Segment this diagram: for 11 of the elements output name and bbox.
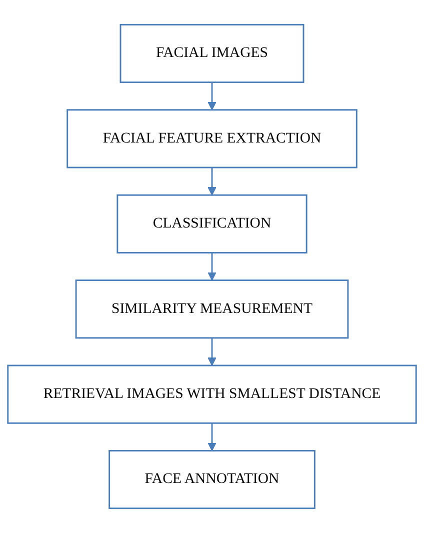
arrow <box>208 252 216 281</box>
node-box: FACIAL FEATURE EXTRACTION <box>66 109 358 168</box>
node-box: SIMILARITY MEASUREMENT <box>75 280 349 339</box>
node-box: FACE ANNOTATION <box>108 450 316 510</box>
arrow <box>208 423 216 452</box>
node-box: CLASSIFICATION <box>116 194 308 254</box>
arrow <box>208 168 216 196</box>
arrow <box>208 82 216 110</box>
node-box: FACIAL IMAGES <box>120 24 304 84</box>
node-box: RETRIEVAL IMAGES WITH SMALLEST DISTANCE <box>7 364 417 424</box>
arrow <box>208 338 216 366</box>
